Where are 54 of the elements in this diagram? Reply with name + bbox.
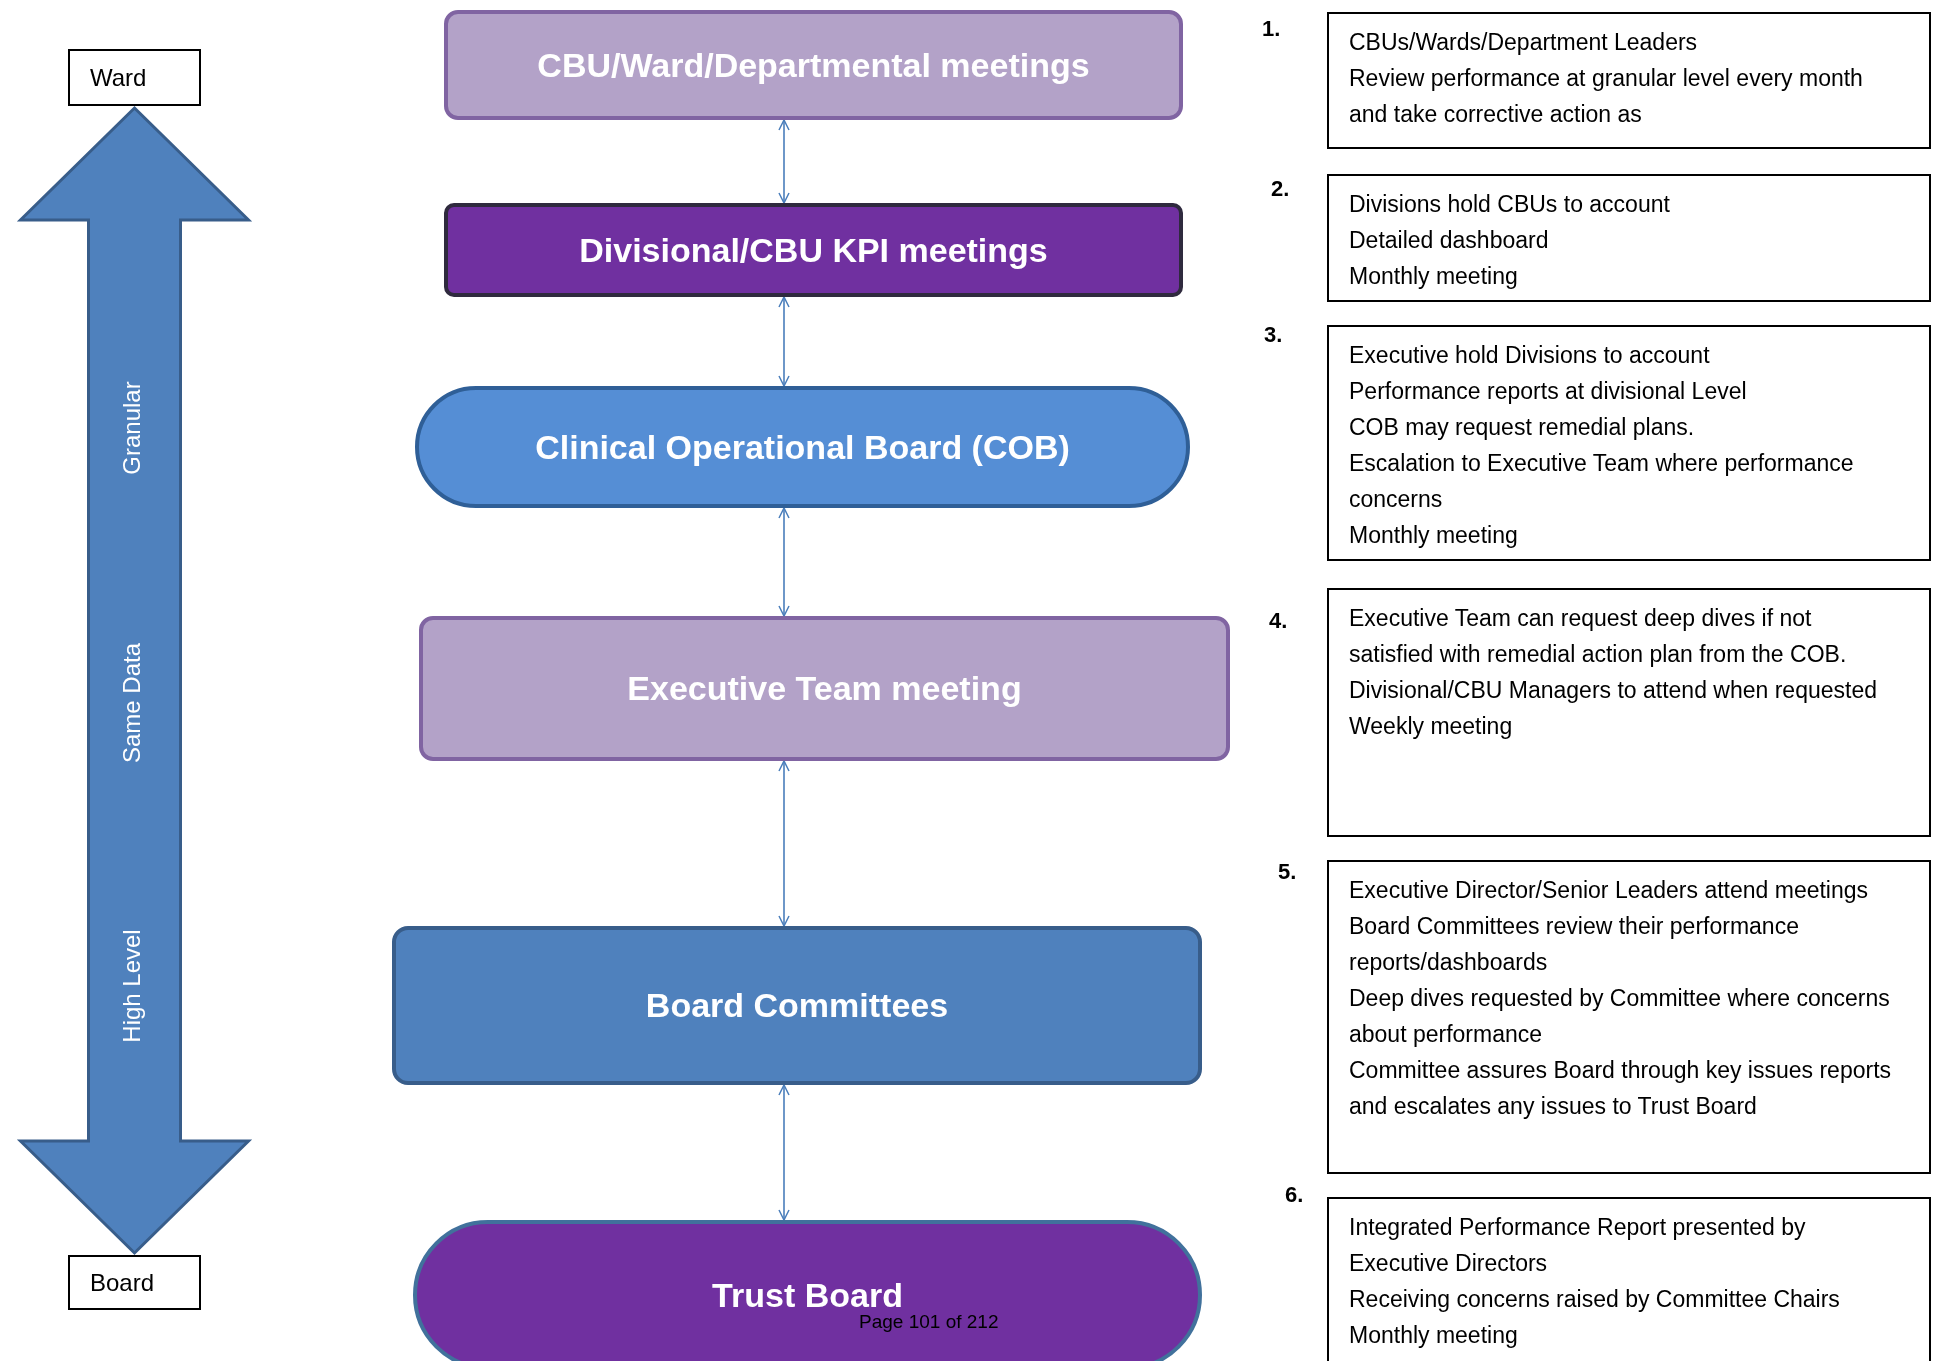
meeting-title: CBU/Ward/Departmental meetings — [537, 45, 1090, 85]
meeting-box — [419, 616, 1230, 761]
description-box — [1327, 325, 1931, 561]
item-number: 5. — [1278, 859, 1297, 885]
meeting-title: Board Committees — [645, 986, 949, 1025]
meeting-title: Divisional/CBU KPI meetings — [579, 230, 1048, 270]
meeting-title: Clinical Operational Board (COB) — [535, 427, 1070, 467]
meeting-box — [444, 10, 1183, 120]
description-text: Executive Director/Senior Leaders attend meetings — [1349, 876, 1870, 905]
description-text: Divisional/CBU Managers to attend when requested — [1349, 676, 1878, 705]
scale-label: High Level — [118, 929, 146, 1043]
description-text: Committee assures Board through key issues reports and escalates any issues to Trust Board — [1349, 1056, 1893, 1121]
description-box — [1327, 12, 1931, 149]
block-double-arrow — [16, 105, 253, 1256]
description-text: Board Committees review their performance reports/dashboards — [1349, 912, 1800, 977]
description-text: Weekly meeting — [1349, 712, 1514, 741]
double-headed-arrow — [778, 507, 790, 617]
description-text: Monthly meeting — [1349, 521, 1519, 550]
double-headed-arrow — [778, 1084, 790, 1221]
description-text: Receiving concerns raised by Committee Chairs — [1349, 1285, 1841, 1314]
description-text: Integrated Performance Report presented by Executive Directors — [1349, 1213, 1807, 1278]
description-text: Performance reports at divisional Level — [1349, 377, 1748, 406]
item-number: 3. — [1264, 322, 1283, 348]
scale-label: Same Data — [118, 642, 146, 764]
item-number: 4. — [1269, 608, 1288, 634]
description-text: Divisions hold CBUs to account — [1349, 190, 1671, 219]
description-box — [1327, 174, 1931, 302]
description-text: Detailed dashboard — [1349, 226, 1550, 255]
description-text: Executive Team can request deep dives if not satisfied with remedial action plan from the COB. — [1349, 604, 1848, 669]
level-label: Board — [90, 1268, 155, 1297]
level-label-box — [68, 49, 201, 106]
description-text: COB may request remedial plans. — [1349, 413, 1696, 442]
description-box — [1327, 588, 1931, 837]
item-number: 2. — [1271, 176, 1290, 202]
description-box — [1327, 1197, 1931, 1361]
level-label: Ward — [90, 63, 147, 92]
description-box — [1327, 860, 1931, 1174]
level-label-box — [68, 1255, 201, 1310]
meeting-box — [444, 203, 1183, 297]
item-number: 1. — [1262, 16, 1281, 42]
scale-label: Granular — [118, 381, 146, 475]
double-headed-arrow — [778, 296, 790, 387]
description-text: CBUs/Wards/Department Leaders — [1349, 28, 1699, 57]
item-number: 6. — [1285, 1182, 1304, 1208]
meeting-box — [392, 926, 1202, 1085]
double-headed-arrow — [778, 760, 790, 927]
description-text: Review performance at granular level every month and take corrective action as — [1349, 64, 1864, 129]
description-text: Escalation to Executive Team where performance concerns — [1349, 449, 1855, 514]
description-text: Deep dives requested by Committee where concerns about performance — [1349, 984, 1891, 1049]
description-text: Executive hold Divisions to account — [1349, 341, 1711, 370]
meeting-title: Executive Team meeting — [627, 669, 1022, 708]
double-headed-arrow — [778, 119, 790, 204]
description-text: Monthly meeting — [1349, 262, 1519, 291]
description-text: Monthly meeting — [1349, 1321, 1519, 1350]
